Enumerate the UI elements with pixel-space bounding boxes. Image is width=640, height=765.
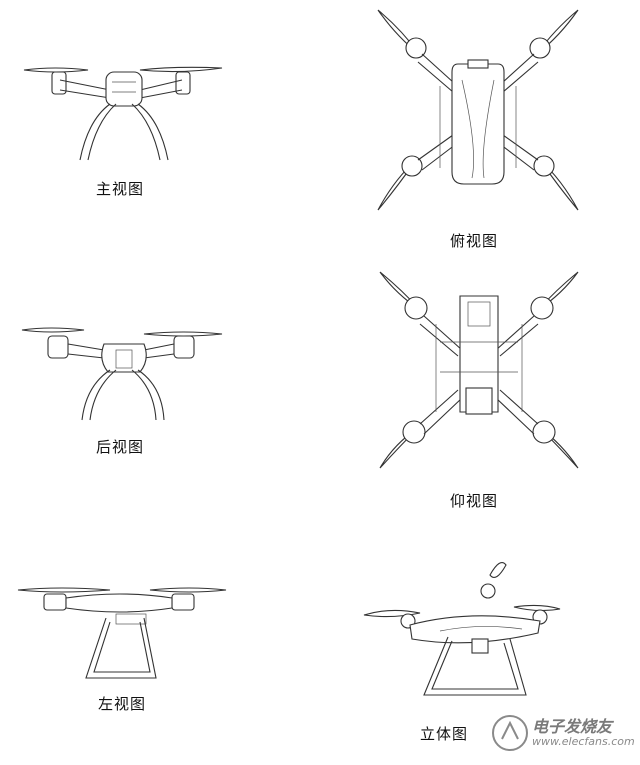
drone-front-view-drawing — [23, 66, 223, 161]
drone-back-view-drawing — [21, 327, 223, 421]
watermark-url: www.elecfans.com — [532, 735, 635, 748]
bottom-view-caption: 仰视图 — [450, 492, 499, 510]
drone-bottom-view-drawing — [379, 271, 579, 469]
drone-left-view-drawing — [17, 587, 227, 679]
watermark-logo-icon — [492, 715, 528, 751]
drone-top-view-drawing — [377, 9, 579, 211]
isometric-view-caption: 立体图 — [420, 725, 469, 743]
front-view-panel: 主视图 — [0, 0, 300, 200]
left-view-panel: 左视图 — [0, 560, 320, 720]
back-view-caption: 后视图 — [96, 438, 145, 456]
watermark: 电子发烧友 www.elecfans.com — [488, 709, 635, 757]
drone-isometric-view-drawing — [363, 562, 561, 696]
top-view-panel: 俯视图 — [340, 0, 640, 260]
front-view-caption: 主视图 — [96, 180, 145, 198]
top-view-caption: 俯视图 — [450, 232, 499, 250]
watermark-text: 电子发烧友 — [532, 717, 613, 736]
isometric-view-panel: 立体图 — [350, 555, 640, 765]
back-view-panel: 后视图 — [0, 300, 300, 470]
left-view-caption: 左视图 — [98, 695, 147, 713]
bottom-view-panel: 仰视图 — [340, 262, 640, 512]
